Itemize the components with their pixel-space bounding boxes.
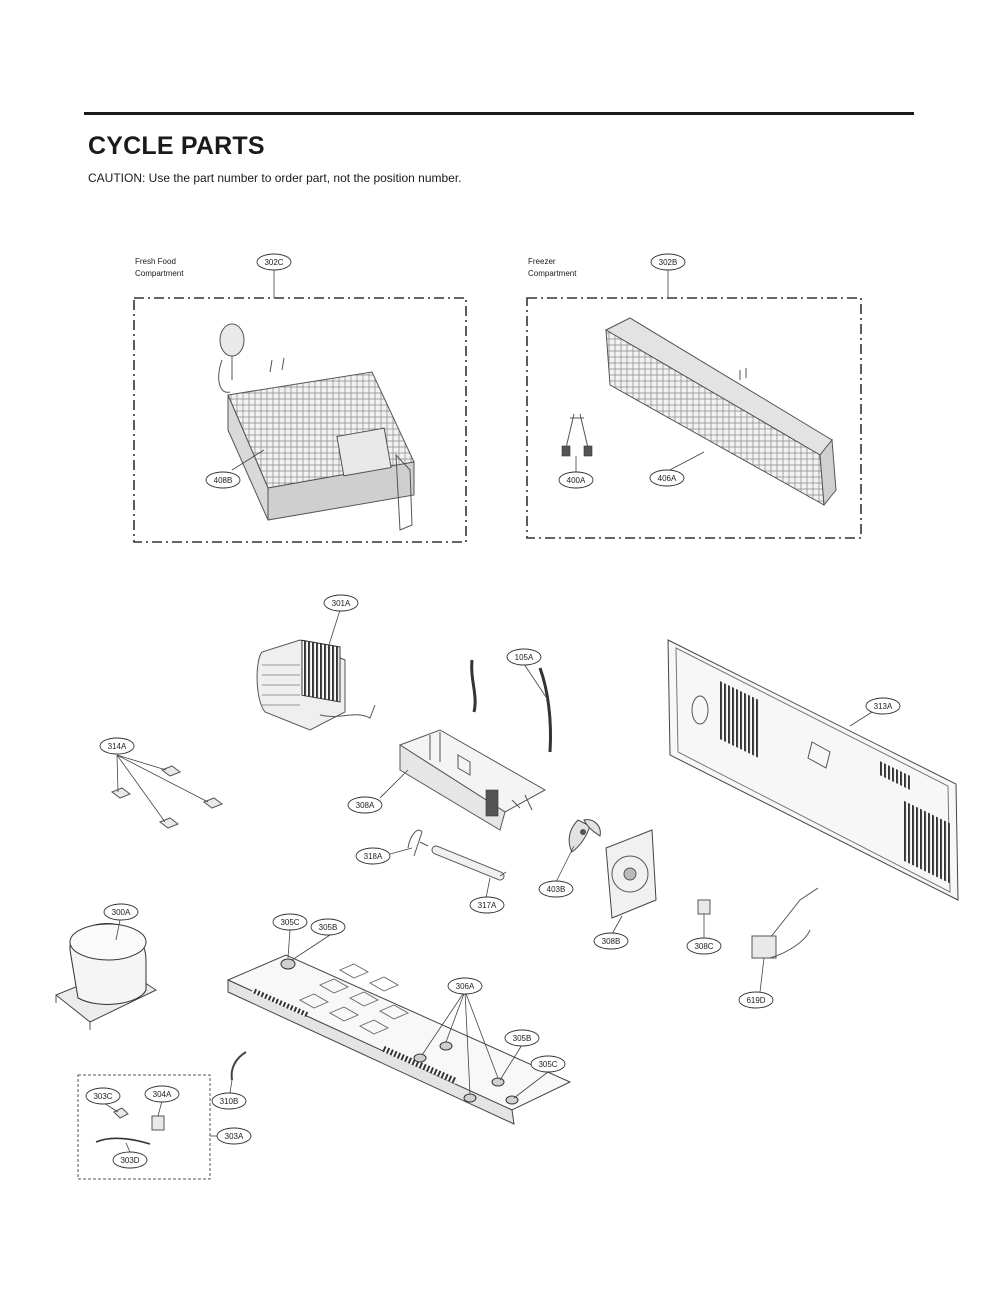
callout-403B: 403B: [538, 880, 574, 898]
callout-303C: 303C: [85, 1087, 121, 1105]
freezer-label-line2: Compartment: [528, 269, 577, 278]
callout-400A-label: 400A: [567, 476, 586, 485]
clamp: [407, 829, 423, 857]
defrost-clip: [561, 413, 593, 457]
callout-302B-label: 302B: [659, 258, 678, 267]
callout-308A: 308A: [347, 796, 383, 814]
callout-308C: 308C: [686, 937, 722, 955]
callout-314A-label: 314A: [108, 742, 127, 751]
callout-306A-label: 306A: [456, 982, 475, 991]
callout-306A: 306A: [447, 977, 483, 995]
evaporator-fresh-food: [218, 323, 415, 531]
callout-305B-top-label: 305B: [319, 923, 338, 932]
header-rule: [84, 112, 914, 115]
drier-filter: [419, 841, 507, 881]
callout-308C-label: 308C: [694, 942, 713, 951]
page-title: CYCLE PARTS: [88, 132, 265, 160]
callout-400A: 400A: [558, 471, 594, 489]
callout-305B-top: 305B: [310, 918, 346, 936]
callout-304A: 304A: [144, 1085, 180, 1103]
fan-motor: [697, 899, 711, 938]
callout-304A-label: 304A: [153, 1090, 172, 1099]
electrical-kit-box: [77, 1074, 218, 1180]
callout-303D: 303D: [112, 1151, 148, 1169]
callout-302B: 302B: [650, 253, 686, 271]
freezer-label-line1: Freezer: [528, 257, 556, 266]
callout-300A-label: 300A: [112, 908, 131, 917]
callout-105A-label: 105A: [515, 653, 534, 662]
valve-assembly: [751, 887, 819, 959]
fan-blade: [568, 819, 601, 853]
callout-314A: 314A: [99, 737, 135, 755]
callout-300A: 300A: [103, 903, 139, 921]
back-cover-panel: [667, 639, 959, 901]
callout-305C-top: 305C: [272, 913, 308, 931]
callout-305C-bottom-label: 305C: [538, 1060, 557, 1069]
base-plate: [226, 929, 572, 1125]
fresh-food-label-line2: Compartment: [135, 269, 184, 278]
callout-303D-label: 303D: [120, 1156, 139, 1165]
machine-compartment-cover: [398, 729, 547, 831]
callout-619D-label: 619D: [746, 996, 765, 1005]
callout-301A-label: 301A: [332, 599, 351, 608]
callout-406A: 406A: [649, 469, 685, 487]
freezer-label: Freezer Compartment: [528, 256, 576, 280]
callout-308A-label: 308A: [356, 801, 375, 810]
callout-408B: 408B: [205, 471, 241, 489]
callout-305C-top-label: 305C: [280, 918, 299, 927]
callout-308B: 308B: [593, 932, 629, 950]
callout-308B-label: 308B: [602, 937, 621, 946]
callout-313A-label: 313A: [874, 702, 893, 711]
connecting-pipe: [229, 1051, 247, 1094]
mounting-brackets: [110, 754, 224, 829]
callout-leaders: [115, 449, 873, 993]
callout-310B-label: 310B: [220, 1097, 239, 1106]
callout-301A: 301A: [323, 594, 359, 612]
callout-303A-label: 303A: [225, 1132, 244, 1141]
callout-403B-label: 403B: [547, 885, 566, 894]
fan-shroud: [605, 829, 657, 919]
callout-317A-label: 317A: [478, 901, 497, 910]
callout-408B-label: 408B: [214, 476, 233, 485]
callout-302C-label: 302C: [264, 258, 283, 267]
fresh-food-compartment: [133, 270, 467, 543]
callout-305B-bottom: 305B: [504, 1029, 540, 1047]
callout-105A: 105A: [506, 648, 542, 666]
compressor: [55, 922, 158, 1030]
callout-303C-label: 303C: [93, 1092, 112, 1101]
caution-note: CAUTION: Use the part number to order pa…: [88, 171, 462, 185]
callout-305C-bottom: 305C: [530, 1055, 566, 1073]
callout-318A-label: 318A: [364, 852, 383, 861]
callout-406A-label: 406A: [658, 474, 677, 483]
callout-313A: 313A: [865, 697, 901, 715]
callout-318A: 318A: [355, 847, 391, 865]
freezer-compartment: [526, 270, 862, 539]
evaporator-freezer: [604, 317, 837, 507]
callout-305B-bottom-label: 305B: [513, 1034, 532, 1043]
condenser-coil: [256, 639, 376, 731]
drain-hose: [470, 659, 552, 753]
callout-317A: 317A: [469, 896, 505, 914]
fresh-food-label: Fresh Food Compartment: [135, 256, 183, 280]
callout-303A: 303A: [216, 1127, 252, 1145]
callout-302C: 302C: [256, 253, 292, 271]
callout-310B: 310B: [211, 1092, 247, 1110]
fresh-food-label-line1: Fresh Food: [135, 257, 176, 266]
callout-619D: 619D: [738, 991, 774, 1009]
